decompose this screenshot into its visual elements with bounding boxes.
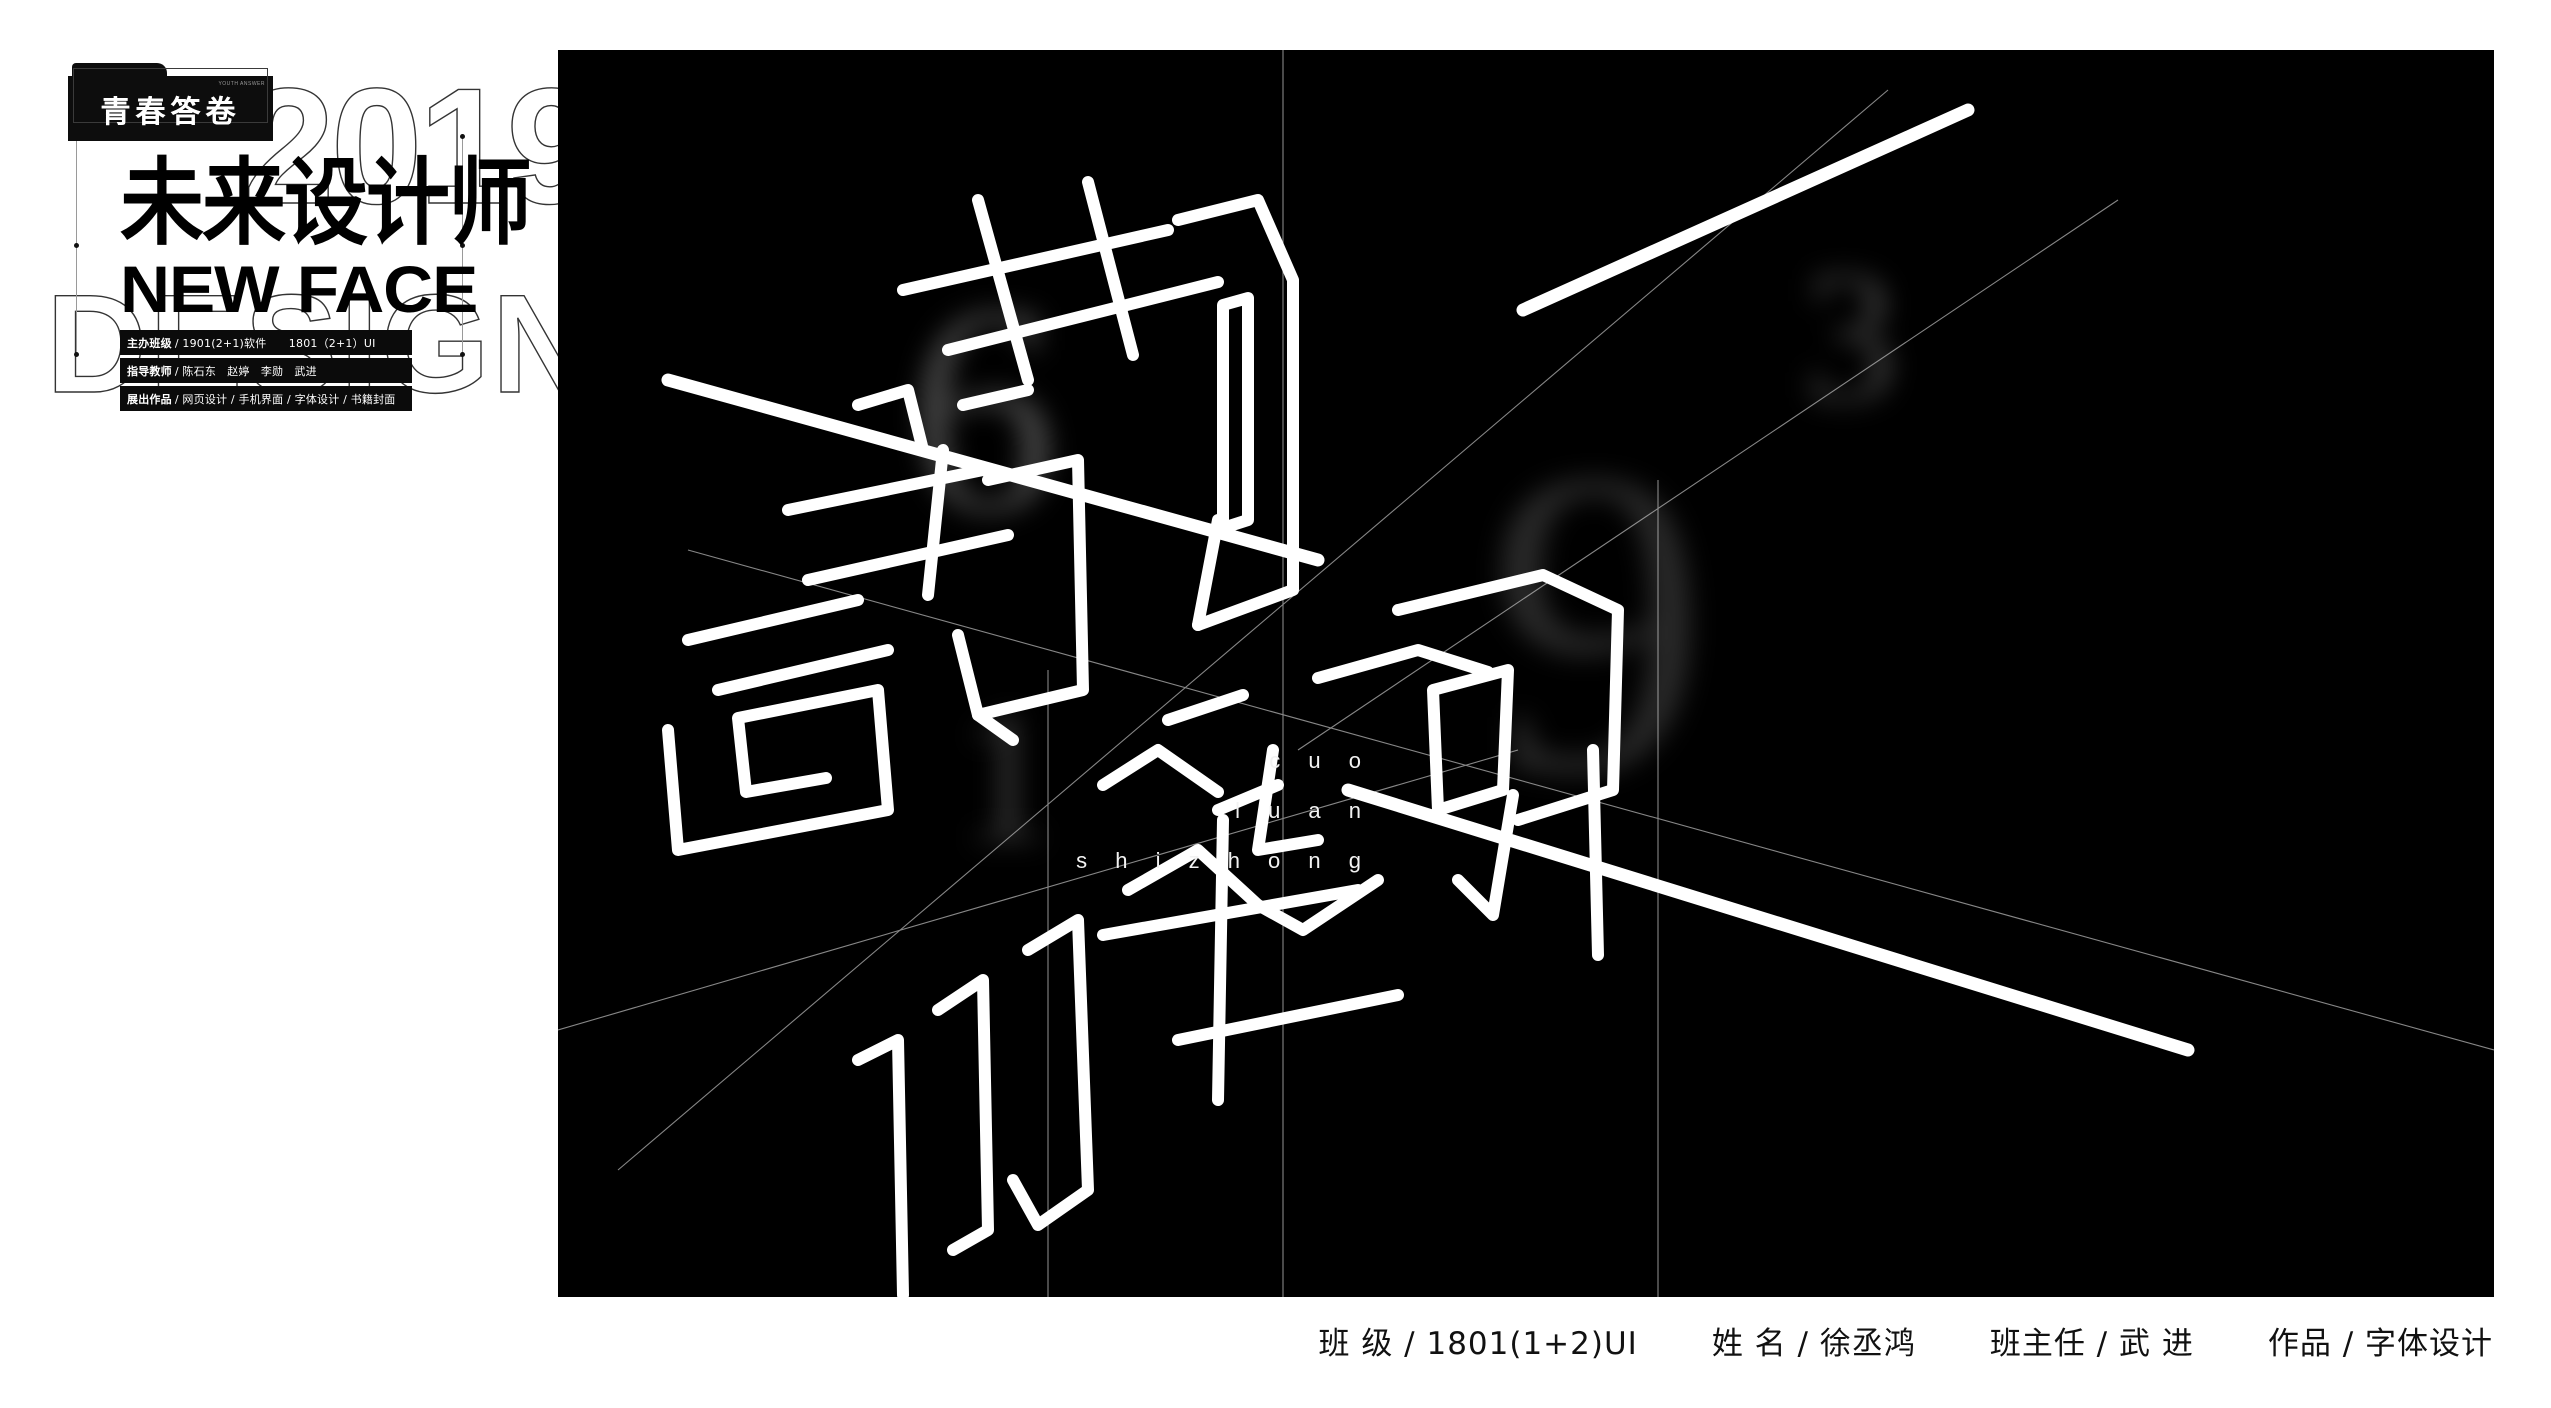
pinyin-line-1: c u o [1269, 748, 1372, 773]
pinyin-line-2: l u a n [1235, 798, 1372, 823]
headline-chinese: 未来设计师 [120, 148, 532, 258]
artwork-long-strokes [661, 103, 2195, 1057]
headline-english: NEW FACE [120, 252, 478, 326]
glyph-cuo [852, 176, 1299, 631]
info-bar-key: 指导教师 [127, 364, 172, 378]
ghost-clock-numerals: 6 3 9 1 [908, 232, 1898, 882]
info-bar-row: 指导教师 / 陈石东 赵婷 李勋 武进 [120, 358, 412, 383]
pinyin-line-3: s h i z h o n g [1076, 848, 1372, 873]
glyph-luan [662, 444, 1089, 856]
info-bar-row: 主办班级 / 1901(2+1)软件 1801（2+1）UI [120, 330, 412, 355]
info-bar-value: / 陈石东 赵婷 李勋 武进 [174, 364, 317, 378]
caption-teacher: 班主任 / 武 进 [1989, 1326, 2194, 1362]
info-bar-value: / 网页设计 / 手机界面 / 字体设计 / 书籍封面 [174, 392, 396, 406]
caption-name: 姓 名 / 徐丞鸿 [1711, 1326, 1916, 1362]
chip-body [68, 76, 273, 141]
selection-handle[interactable] [74, 352, 79, 357]
artwork-vector: 6 3 9 1 [558, 50, 2494, 1297]
info-bar-row: 展出作品 / 网页设计 / 手机界面 / 字体设计 / 书籍封面 [120, 386, 412, 411]
svg-text:3: 3 [1803, 232, 1898, 442]
caption-class: 班 级 / 1801(1+2)UI [1318, 1326, 1638, 1362]
chip-label: 青春答卷 [100, 94, 241, 130]
poster-logo-block: 2019 DESIGNER YOUTH ANSWER 青春答卷 未来设计师 NE… [45, 38, 792, 428]
selection-handle[interactable] [460, 134, 465, 139]
info-bar-key: 主办班级 [127, 336, 172, 350]
selection-handle[interactable] [460, 352, 465, 357]
info-bar-list: 主办班级 / 1901(2+1)软件 1801（2+1）UI 指导教师 / 陈石… [120, 330, 412, 414]
selection-handle[interactable] [74, 243, 79, 248]
ghost-year-outline: 2019 [242, 54, 598, 238]
glyph-zhong [852, 814, 1404, 1297]
chip-micro-text: YOUTH ANSWER [218, 81, 265, 87]
poster-caption: 班 级 / 1801(1+2)UI 姓 名 / 徐丞鸿 班主任 / 武 进 作品… [0, 1304, 2551, 1408]
chip-inner-border [73, 68, 268, 123]
artwork-canvas: 6 3 9 1 [558, 50, 2494, 1297]
chip-folder-tab [72, 63, 167, 79]
info-bar-value: / 1901(2+1)软件 1801（2+1）UI [174, 336, 376, 350]
youth-answer-chip: YOUTH ANSWER 青春答卷 [68, 63, 273, 141]
glyph-shi [1097, 569, 1624, 961]
caption-work: 作品 / 字体设计 [2267, 1326, 2493, 1362]
selection-handle[interactable] [460, 243, 465, 248]
info-bar-key: 展出作品 [127, 392, 172, 406]
